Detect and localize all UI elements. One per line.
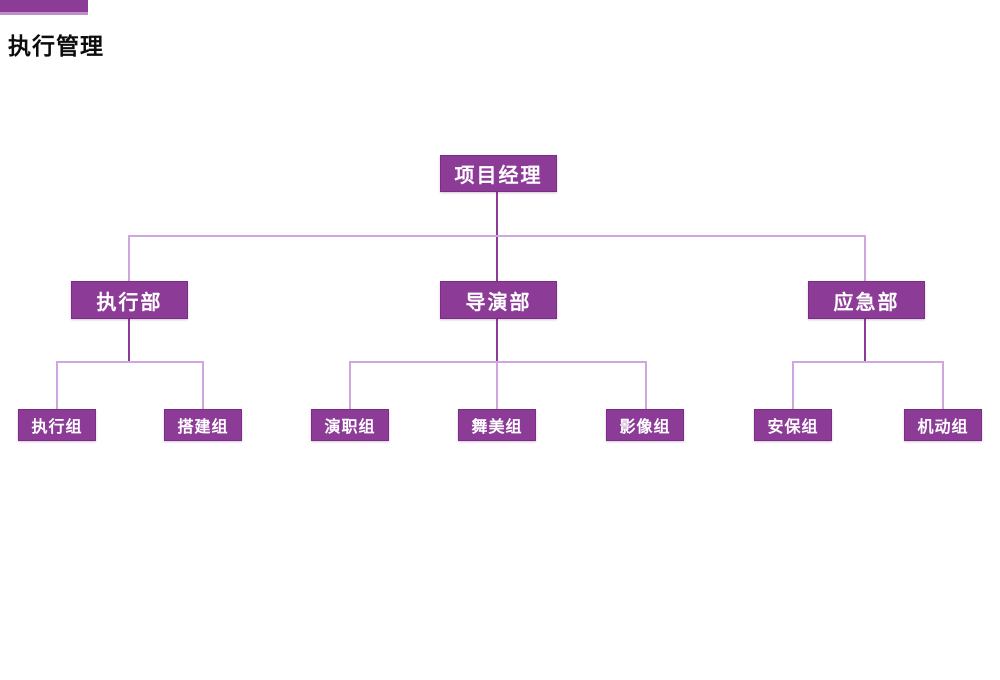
org-node-emergency-dept: 应急部 [808,281,925,319]
connector-stub-execution-dept [128,319,130,362]
org-node-director-dept: 导演部 [440,281,557,319]
accent-bar [0,0,88,15]
org-node-cast-team: 演职组 [311,409,389,441]
page-title: 执行管理 [8,33,104,59]
org-node-stage-design-team: 舞美组 [458,409,536,441]
connector-stub-director-dept [496,319,498,362]
org-node-security-team: 安保组 [754,409,832,441]
connector-drop-security-team [792,361,794,409]
org-node-construction-team: 搭建组 [164,409,242,441]
connector-drop-construction-team [202,361,204,409]
connector-drop-execution-dept [128,235,130,281]
connector-drop-video-team [645,361,647,409]
org-node-execution-dept: 执行部 [71,281,188,319]
org-node-mobile-team: 机动组 [904,409,982,441]
connector-drop-execution-team [56,361,58,409]
org-node-project-manager: 项目经理 [440,155,557,192]
connector-stub-emergency-dept [864,319,866,362]
connector-horizontal-execution-group [56,361,204,363]
connector-horizontal-director-group [349,361,647,363]
org-node-video-team: 影像组 [606,409,684,441]
org-node-execution-team: 执行组 [18,409,96,441]
connector-drop-emergency-dept [864,235,866,281]
connector-top-horizontal [128,235,866,237]
connector-drop-mobile-team [942,361,944,409]
connector-drop-stage-design-team [496,361,498,409]
connector-drop-cast-team [349,361,351,409]
connector-horizontal-emergency-group [792,361,944,363]
